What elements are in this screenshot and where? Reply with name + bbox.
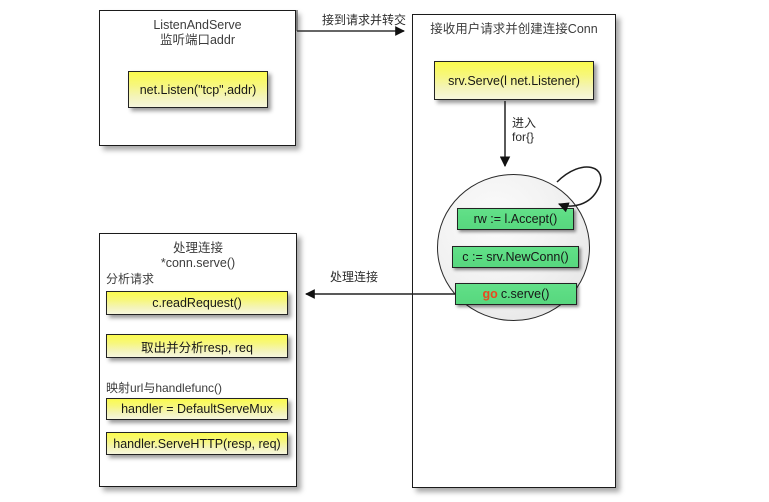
panel-handle-title: 处理连接 *conn.serve(): [160, 241, 236, 270]
edge-label-handle-conn: 处理连接: [330, 270, 379, 284]
box-serve-http[interactable]: handler.ServeHTTP(resp, req): [106, 432, 288, 455]
edge-label-forward-request: 接到请求并转交: [322, 13, 407, 27]
box-default-servemux[interactable]: handler = DefaultServeMux: [106, 398, 288, 420]
box-net-listen[interactable]: net.Listen("tcp",addr): [128, 71, 268, 108]
edge-label-enter-for: 进入 for{}: [512, 116, 537, 144]
box-read-request[interactable]: c.readRequest(): [106, 291, 288, 315]
go-serve-label: c.serve(): [500, 287, 550, 301]
section-label-map-url: 映射url与handlefunc(): [106, 381, 223, 395]
section-label-parse-request: 分析请求: [106, 272, 155, 286]
box-extract-resp-req[interactable]: 取出并分析resp, req: [106, 334, 288, 358]
box-srv-serve[interactable]: srv.Serve(l net.Listener): [434, 61, 594, 100]
box-rw-accept[interactable]: rw := l.Accept(): [457, 208, 574, 230]
box-new-conn[interactable]: c := srv.NewConn(): [452, 246, 579, 268]
go-keyword: go: [482, 287, 498, 301]
panel-listen-title: ListenAndServe 监听端口addr: [153, 18, 242, 47]
panel-accept-title: 接收用户请求并创建连接Conn: [430, 22, 598, 36]
